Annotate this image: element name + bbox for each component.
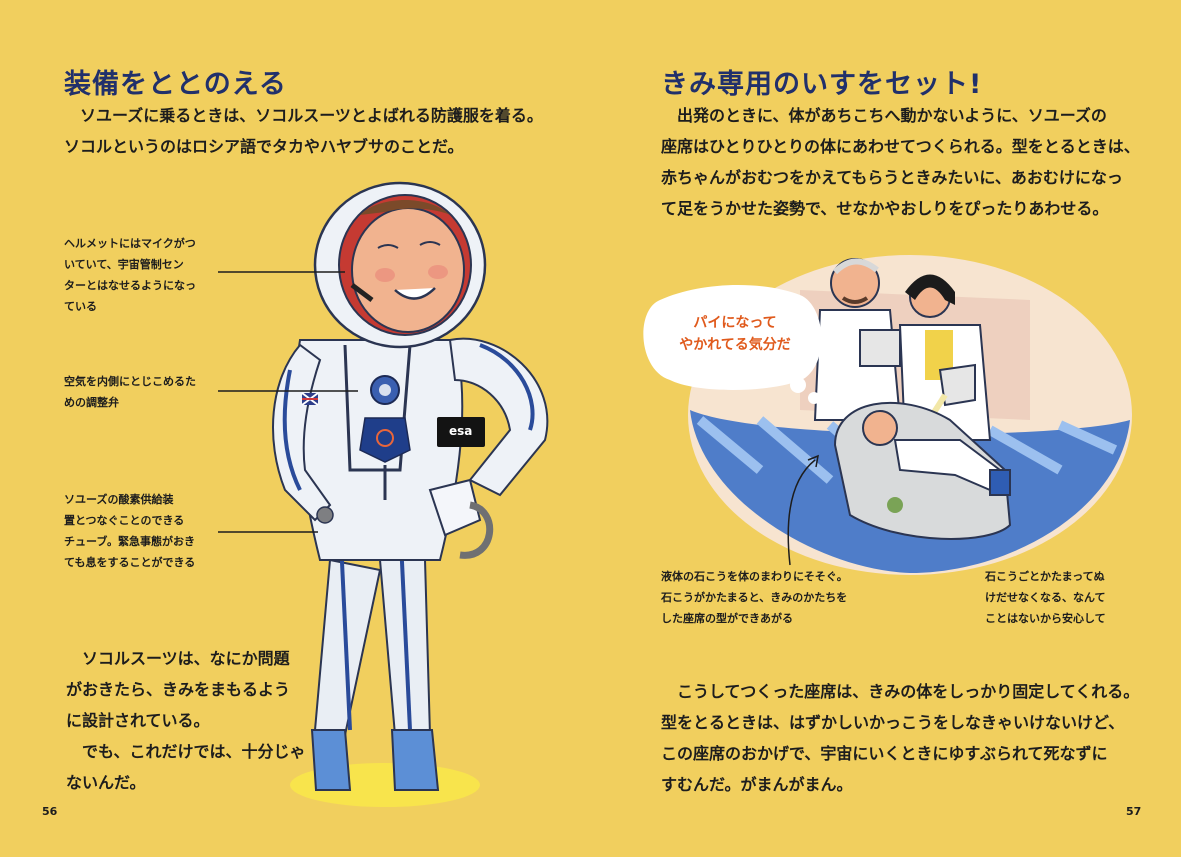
left-body-text: ソコルスーツは、なにか問題 がおきたら、きみをまもるよう に設計されている。 で… bbox=[66, 649, 306, 792]
callout-air-valve: 空気を内側にとじこめるた めの調整弁 bbox=[64, 375, 196, 409]
page-number-left: 56 bbox=[42, 805, 58, 818]
speech-bubble bbox=[643, 284, 830, 414]
callout-oxygen-tube: ソユーズの酸素供給装 置とつなぐことのできる チューブ。緊急事態がおき ても息を… bbox=[64, 493, 196, 569]
esa-patch-label: esa bbox=[449, 424, 473, 438]
caption-plaster-pour: 液体の石こうを体のまわりにそそぐ。 石こうがかたまると、きみのかたちを した座席… bbox=[661, 570, 848, 625]
page-number-right: 57 bbox=[1126, 805, 1142, 818]
caption-arrow bbox=[787, 459, 816, 566]
right-page-title: きみ専用のいすをセット! bbox=[661, 69, 983, 100]
speech-bubble-text: パイになって やかれてる気分だ bbox=[679, 315, 791, 353]
callout-helmet-mic: ヘルメットにはマイクがつ いていて、宇宙管制セン ターとはなせるようになっ てい… bbox=[64, 237, 196, 313]
left-page-title: 装備をととのえる bbox=[64, 69, 287, 100]
right-body-text: こうしてつくった座席は、きみの体をしっかり固定してくれる。 型をとるときは、はず… bbox=[661, 682, 1140, 794]
caption-reassurance: 石こうごとかたまってぬ けだせなくなる、なんて ことはないから安心して bbox=[985, 570, 1106, 625]
caption-arrow-head bbox=[807, 454, 819, 468]
left-intro-text: ソユーズに乗るときは、ソコルスーツとよばれる防護服を着る。 ソコルというのはロシ… bbox=[64, 106, 543, 156]
callout-lines bbox=[218, 271, 358, 533]
right-intro-text: 出発のときに、体があちこちへ動かないように、ソユーズの 座席はひとりひとりの体に… bbox=[661, 106, 1140, 218]
astronaut-illustration bbox=[272, 181, 549, 807]
